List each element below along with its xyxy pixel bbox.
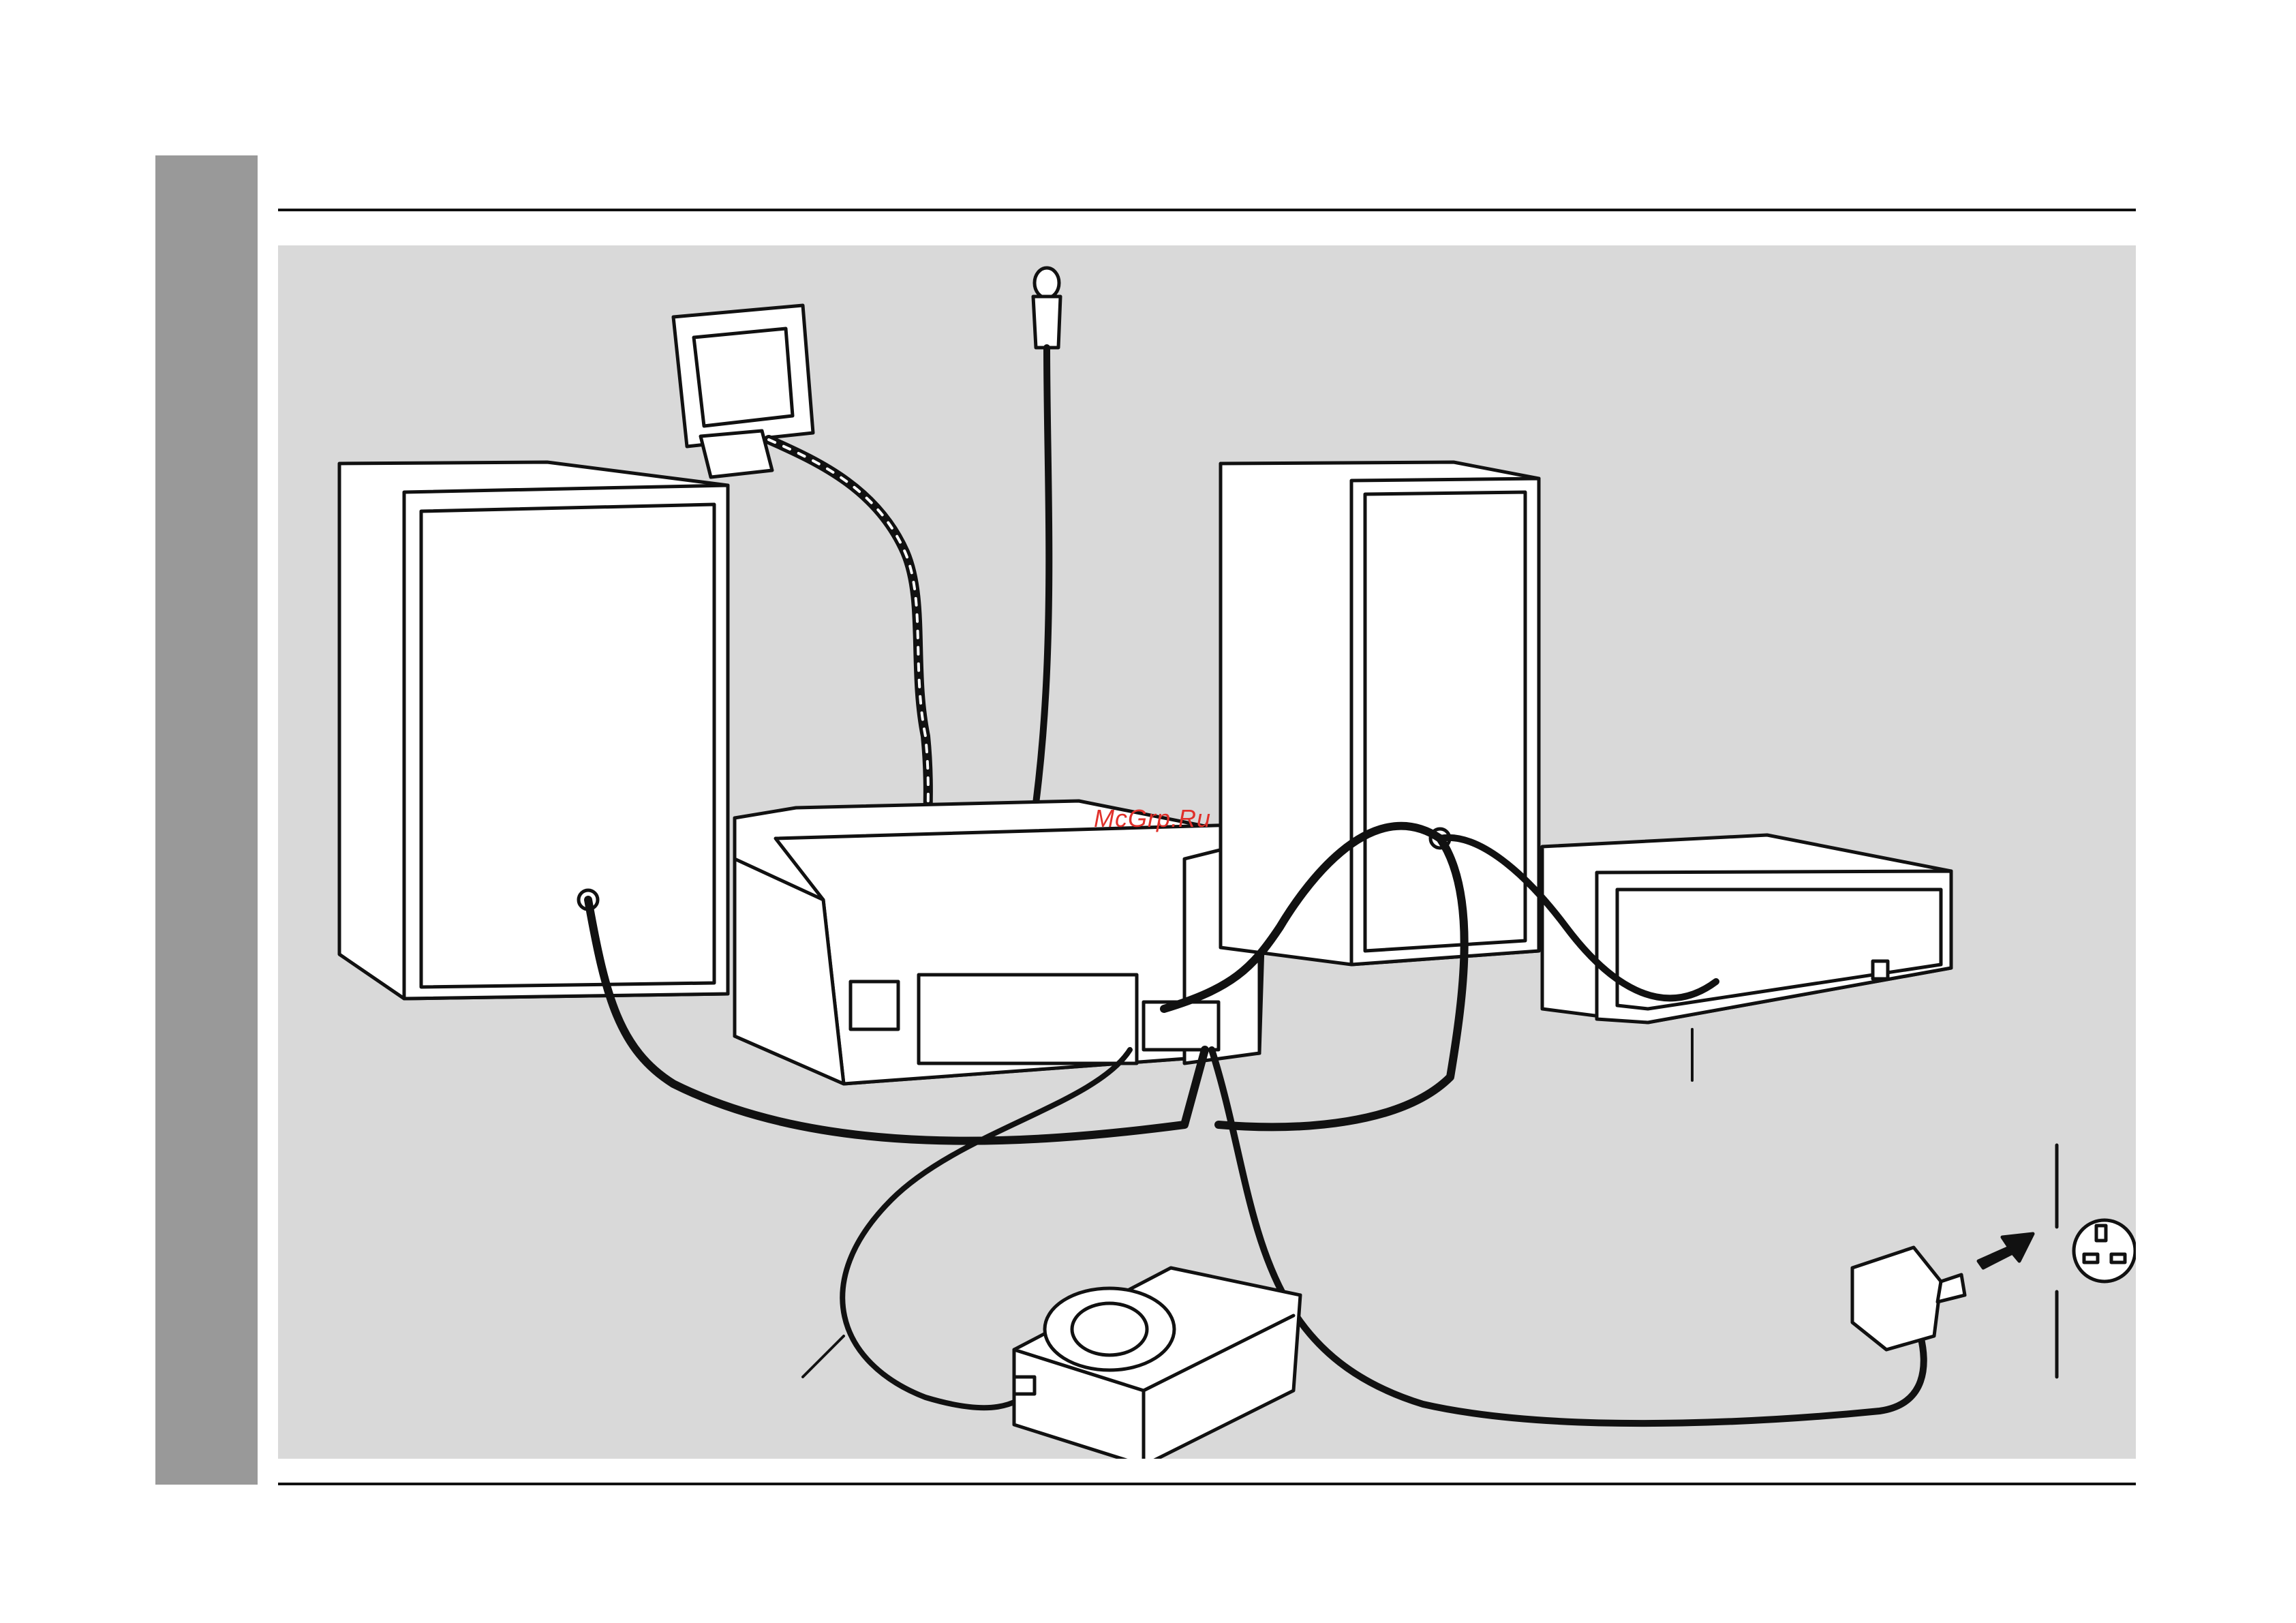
insert-arrow-icon xyxy=(1978,1234,2033,1268)
right-speaker xyxy=(1221,462,1539,965)
top-rule xyxy=(278,209,2136,211)
connection-diagram-panel xyxy=(278,245,2136,1459)
wall-socket xyxy=(2074,1220,2135,1281)
ac-power-plug xyxy=(1852,1247,1965,1350)
side-tab xyxy=(155,155,258,1485)
subwoofer xyxy=(1542,835,1951,1022)
optical-cable-leader xyxy=(803,1336,844,1377)
bottom-rule xyxy=(278,1483,2136,1485)
watermark: McGrp.Ru xyxy=(1094,804,1211,833)
connection-diagram xyxy=(278,245,2136,1459)
main-unit xyxy=(735,801,1266,1084)
power-cable xyxy=(1212,1050,1924,1423)
minidisc-player xyxy=(1014,1268,1300,1459)
left-speaker xyxy=(339,462,728,999)
